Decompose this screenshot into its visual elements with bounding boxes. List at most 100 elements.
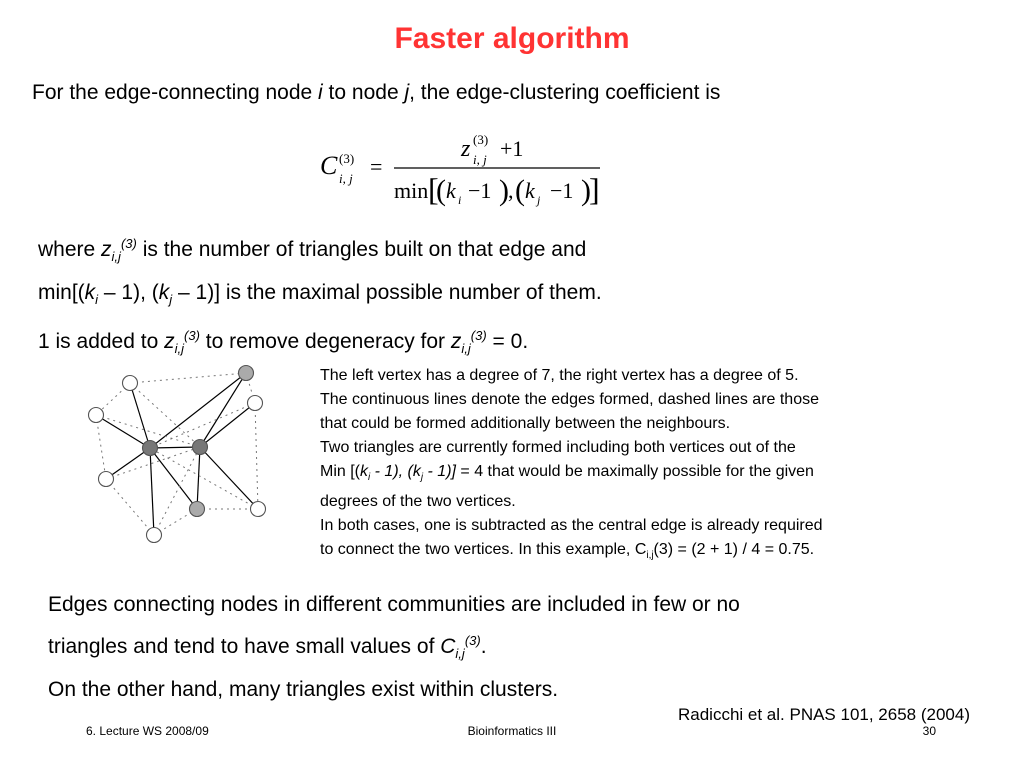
edge — [199, 446, 259, 510]
explanation-line-1: where zi,j(3) is the number of triangles… — [38, 226, 602, 275]
summary: Edges connecting nodes in different comm… — [48, 587, 740, 708]
node — [97, 470, 115, 488]
dashed-edge — [149, 402, 256, 449]
intro-sentence: For the edge-connecting node i to node j… — [32, 81, 720, 105]
node — [249, 500, 267, 518]
slide-title: Faster algorithm — [394, 22, 630, 55]
cap-5-k1: k — [360, 463, 368, 480]
formula-open-paren-2: ( — [515, 174, 525, 207]
node — [87, 406, 105, 424]
expl-1-b: is the number of triangles built on that… — [136, 238, 587, 261]
expl-2-a: min[( — [38, 281, 85, 305]
sum-2-a: triangles and tend to have small values … — [48, 635, 441, 658]
edge — [149, 446, 201, 449]
expl-2-c: – 1)] is the maximal possible number of … — [172, 281, 602, 305]
expl-2-k1: k — [84, 281, 96, 305]
expl-1-a: where — [38, 238, 102, 261]
dashed-edge — [95, 414, 201, 448]
formula-open-paren-1: ( — [436, 174, 446, 207]
summary-line-1: Edges connecting nodes in different comm… — [48, 593, 740, 616]
caption-line-8: to connect the two vertices. In this exa… — [320, 538, 960, 568]
expl-2-k2: k — [158, 281, 170, 305]
expl-3-sub1: i,j — [174, 341, 184, 357]
explanation-line-2: min[(ki – 1), (kj – 1)] is the maximal p… — [38, 275, 602, 318]
dashed-edge — [129, 372, 247, 384]
expl-1-z: z — [101, 238, 112, 261]
expl-3-sub2: i,j — [461, 341, 471, 357]
edge — [196, 446, 201, 510]
expl-3-c: = 0. — [486, 330, 529, 354]
node-left-vertex — [141, 439, 159, 457]
edge — [105, 447, 151, 480]
summary-line-3: On the other hand, many triangles exist … — [48, 678, 559, 702]
sum-2-c: C — [440, 635, 456, 658]
expl-3-z1: z — [164, 330, 175, 354]
expl-2-sub2: j — [169, 292, 173, 308]
edge — [95, 414, 151, 449]
node — [145, 526, 163, 544]
caption-line-3: that could be formed additionally betwee… — [320, 415, 731, 432]
expl-3-b: to remove degeneracy for — [199, 330, 451, 354]
network-graph-illustration — [87, 364, 267, 544]
graph-edges — [95, 372, 259, 536]
expl-1-sup: (3) — [120, 236, 137, 251]
node — [121, 374, 139, 392]
dashed-edge — [254, 402, 259, 510]
sum-2-b: . — [480, 635, 487, 658]
edge — [199, 372, 247, 448]
intro-var-i: i — [318, 81, 323, 104]
edge — [149, 372, 247, 449]
citation: Radicchi et al. PNAS 101, 2658 (2004) — [677, 705, 970, 724]
formula-k-i-sub: i — [458, 193, 461, 207]
formula-k-j: k — [525, 178, 536, 203]
sum-2-sup: (3) — [464, 633, 481, 648]
figure-caption: The left vertex has a degree of 7, the r… — [320, 364, 960, 568]
node-shaded — [188, 500, 206, 518]
dashed-edge — [149, 447, 259, 510]
formula-num-sub: i, j — [473, 152, 487, 167]
caption-line-2: The continuous lines denote the edges fo… — [320, 391, 819, 408]
edge — [149, 447, 198, 510]
cap-5-a: Min [( — [320, 463, 360, 480]
expl-2-sub1: i — [95, 292, 99, 308]
intro-mid: to node — [322, 81, 405, 104]
caption-line-7: In both cases, one is subtracted as the … — [320, 517, 823, 535]
expl-3-z2: z — [450, 330, 462, 354]
cap-8-a: to connect the two vertices. In this exa… — [320, 541, 647, 559]
dashed-edge — [105, 478, 155, 536]
expl-2-b: – 1), ( — [98, 281, 159, 305]
cap-5-b: - 1), ( — [370, 463, 413, 480]
formula-close-paren-2: ) — [581, 174, 591, 207]
cap-5-sub1: i — [368, 472, 371, 484]
formula-C-sup: (3) — [339, 151, 354, 166]
expl-3-sup2: (3) — [470, 328, 487, 344]
footer-page-number: 30 — [922, 724, 936, 738]
expl-3-a: 1 is added to — [38, 330, 165, 354]
intro-var-j: j — [404, 81, 410, 104]
intro-prefix: For the edge-connecting node — [32, 81, 319, 104]
caption-line-6: degrees of the two vertices. — [320, 493, 516, 511]
expl-1-sub: i,j — [111, 249, 121, 265]
formula-k-i: k — [446, 178, 457, 203]
caption-line-1: The left vertex has a degree of 7, the r… — [320, 367, 799, 384]
formula-equals: = — [370, 154, 382, 179]
formula-C: C — [320, 151, 338, 180]
expl-3-sup1: (3) — [184, 328, 200, 344]
node — [246, 394, 264, 412]
formula-minus-one-2: −1 — [550, 178, 573, 203]
edge — [199, 402, 256, 448]
formula-comma: , — [508, 178, 514, 203]
dashed-edge — [95, 414, 107, 480]
dashed-edge — [153, 446, 201, 536]
clustering-coefficient-formula: C (3) i, j = z (3) i, j +1 min [ ( k i −… — [320, 132, 600, 207]
caption-line-5: Min [(ki - 1), (kj - 1)] = 4 that would … — [320, 460, 960, 490]
edge — [149, 447, 155, 536]
summary-line-2: triangles and tend to have small values … — [48, 623, 740, 672]
formula-close-paren-1: ) — [499, 174, 509, 207]
formula-num-plus-one: +1 — [500, 136, 523, 161]
sum-2-sub: i,j — [455, 646, 465, 662]
cap-5-sub2: j — [420, 472, 424, 484]
cap-5-c: - 1)] — [423, 463, 456, 480]
footer-lecture: 6. Lecture WS 2008/09 — [86, 724, 209, 738]
formula-open-bracket: [ — [428, 171, 439, 207]
